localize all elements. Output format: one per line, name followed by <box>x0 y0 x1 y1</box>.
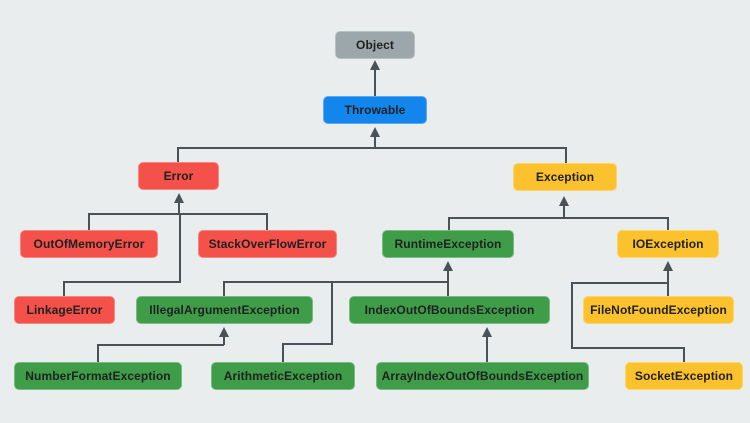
node-object: Object <box>335 31 415 59</box>
node-outofmemoryerror: OutOfMemoryError <box>20 230 158 258</box>
node-label: OutOfMemoryError <box>33 237 145 251</box>
node-label: IllegalArgumentException <box>149 303 300 317</box>
node-label: FileNotFoundException <box>590 303 727 317</box>
edge-arithmetic-runtime <box>282 282 333 362</box>
node-label: RuntimeException <box>394 237 502 251</box>
edge-error-children-bracket <box>88 213 268 230</box>
node-label: SocketException <box>634 369 734 383</box>
node-label: ArrayIndexOutOfBoundsException <box>381 369 584 383</box>
node-label: IOException <box>632 237 704 251</box>
node-label: NumberFormatException <box>25 369 171 383</box>
edge-numberformat-path <box>97 344 224 362</box>
node-label: Throwable <box>344 103 406 117</box>
node-runtimeexception: RuntimeException <box>382 230 514 258</box>
edge-throwable-children-bracket <box>177 147 567 163</box>
node-indexoutofboundsexception: IndexOutOfBoundsException <box>349 296 550 324</box>
node-label: LinkageError <box>26 303 103 317</box>
node-label: Error <box>163 169 194 183</box>
node-arrayindexoutofboundsexception: ArrayIndexOutOfBoundsException <box>376 362 589 390</box>
edge-socket-io-branch <box>571 282 685 362</box>
node-label: StackOverFlowError <box>208 237 327 251</box>
node-numberformatexception: NumberFormatException <box>14 362 182 390</box>
node-ioexception: IOException <box>617 230 719 258</box>
node-exception: Exception <box>513 163 617 191</box>
edge-runtime-children-branch <box>223 281 448 296</box>
node-filenotfoundexception: FileNotFoundException <box>583 296 734 324</box>
node-label: Object <box>356 38 394 52</box>
node-label: IndexOutOfBoundsException <box>364 303 535 317</box>
node-throwable: Throwable <box>323 96 427 124</box>
node-illegalargumentexception: IllegalArgumentException <box>136 296 313 324</box>
edge-exception-children-bracket <box>448 217 669 230</box>
node-error: Error <box>138 162 219 190</box>
node-linkageerror: LinkageError <box>14 296 115 324</box>
edge-linkageerror-error <box>63 214 181 296</box>
node-label: ArithmeticException <box>223 369 343 383</box>
node-arithmeticexception: ArithmeticException <box>211 362 355 390</box>
node-stackoverflowerror: StackOverFlowError <box>198 230 337 258</box>
node-label: Exception <box>535 170 595 184</box>
node-socketexception: SocketException <box>625 362 743 390</box>
